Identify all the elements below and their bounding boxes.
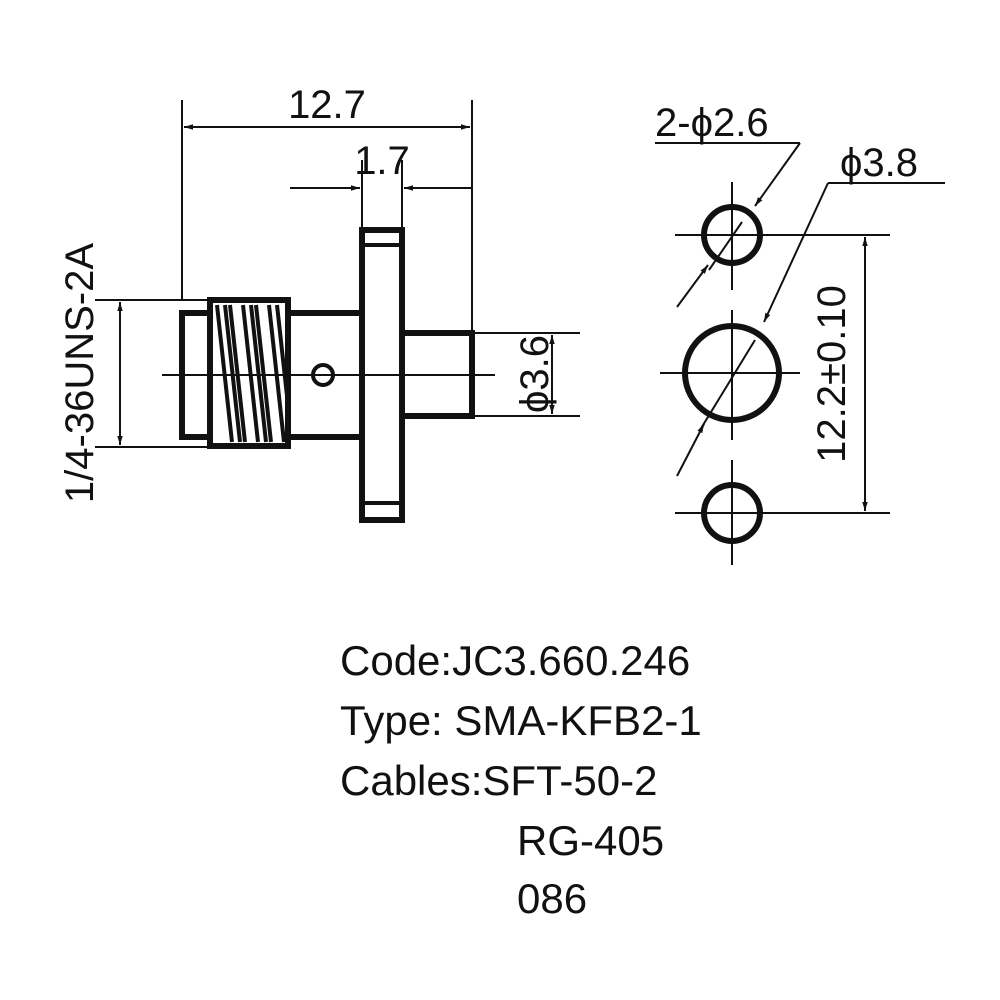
end-view: 2-ϕ2.6 ϕ3.8 12.2±0.10 [655, 101, 945, 565]
mount-hole-leader-upper [754, 142, 801, 207]
thread-spec-label: 1/4-36UNS-2A [58, 243, 102, 503]
center-hole-label: ϕ3.8 [840, 141, 918, 185]
thread-lines [215, 304, 290, 443]
rear-body [288, 310, 362, 440]
cables-line-2: RG-405 [517, 817, 665, 864]
cables-line: Cables:SFT-50-2 [340, 757, 658, 804]
center-hole-leader-through [699, 339, 756, 431]
side-view: 12.7 1.7 1/4-36UNS-2A [58, 83, 580, 523]
center-hole-leader-upper [763, 182, 829, 323]
mount-hole-leader-through [708, 221, 743, 271]
center-hole-leader-lower [676, 423, 705, 477]
type-line: Type: SMA-KFB2-1 [340, 697, 702, 744]
code-line: Code:JC3.660.246 [340, 637, 691, 684]
mount-holes-label: 2-ϕ2.6 [655, 101, 769, 145]
hole-spacing-label: 12.2±0.10 [810, 285, 854, 463]
mount-hole-bottom [701, 482, 763, 544]
center-hole [682, 323, 782, 423]
pin-diameter-label: ϕ3.6 [513, 335, 557, 413]
overall-length-label: 12.7 [288, 83, 366, 127]
cables-line-3: 086 [517, 875, 588, 922]
thread-body [207, 297, 291, 449]
mount-hole-leader-lower [676, 264, 709, 308]
flange-thickness-label: 1.7 [354, 139, 410, 183]
